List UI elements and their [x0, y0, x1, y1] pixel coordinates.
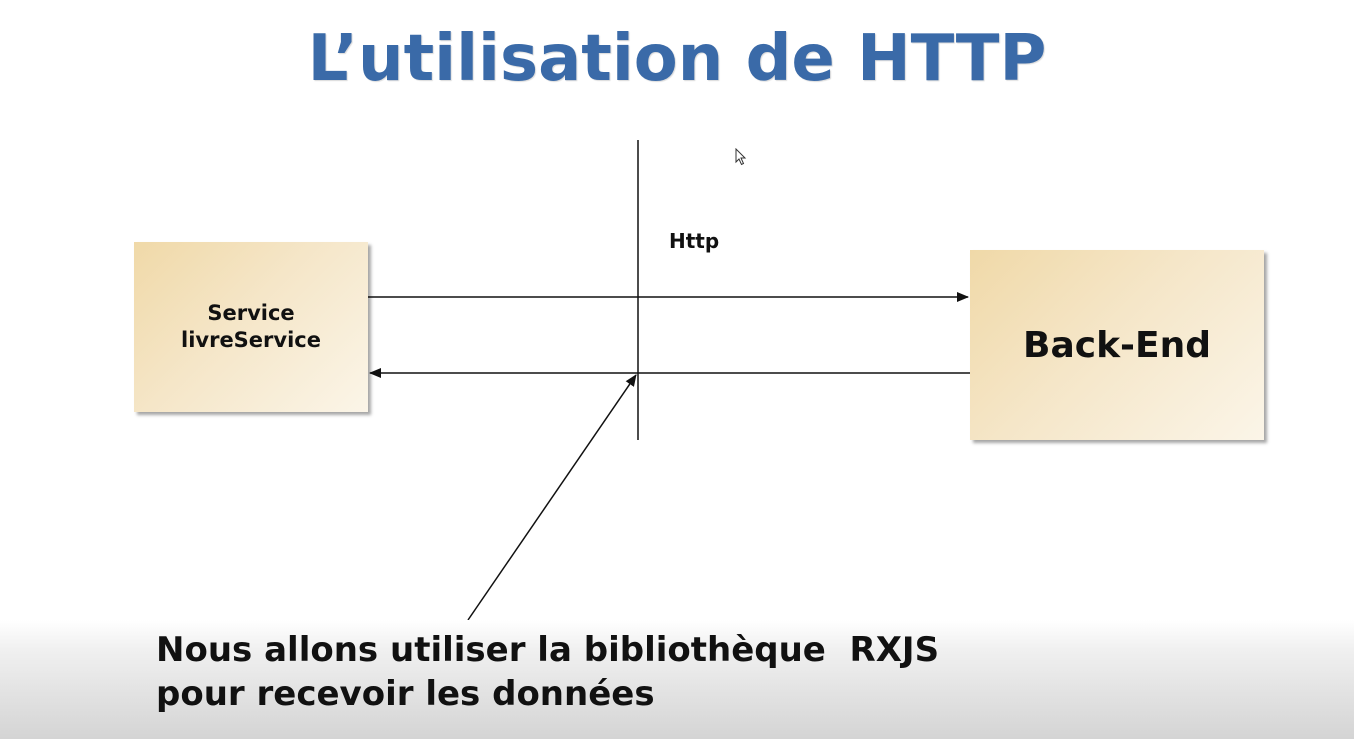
caption-line2: pour recevoir les données	[156, 674, 655, 714]
slide-title: L’utilisation de HTTP	[307, 22, 1047, 96]
caption-line1: Nous allons utiliser la bibliothèque RXJ…	[156, 630, 940, 670]
service-box-line2: livreService	[181, 328, 321, 352]
mouse-pointer-icon	[735, 147, 747, 170]
service-box: Service livreService	[134, 242, 368, 412]
caption-pointer-arrow	[467, 374, 637, 621]
footer-band	[0, 620, 1354, 739]
service-box-line1: Service	[207, 301, 295, 325]
http-label: Http	[669, 229, 720, 253]
backend-box: Back-End	[970, 250, 1264, 440]
backend-box-label: Back-End	[1023, 324, 1211, 366]
caption-text: Nous allons utiliser la bibliothèque RXJ…	[156, 628, 939, 716]
